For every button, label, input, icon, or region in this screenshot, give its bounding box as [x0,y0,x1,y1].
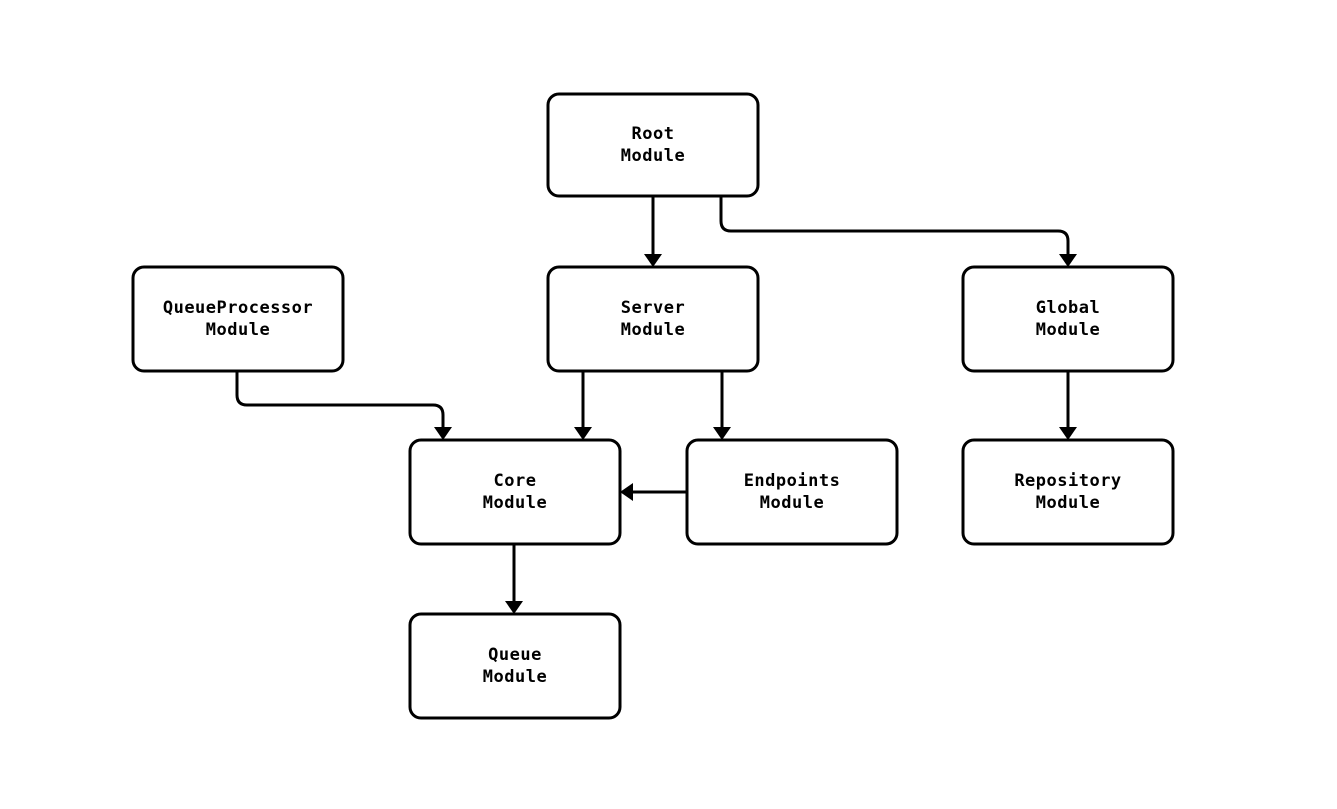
node-label-line1: Root [632,124,675,144]
node-box[interactable] [546,92,760,198]
nodes-layer: RootModuleQueueProcessorModuleServerModu… [131,92,1175,720]
edge-root-to-global [719,196,1077,267]
node-label-line1: Core [494,471,537,491]
node-label-line2: Module [1036,320,1100,340]
arrow-head-icon [434,427,452,440]
node-label-line1: Endpoints [744,471,841,491]
node-box[interactable] [408,612,622,720]
edge-queueprocessor-to-core [235,371,452,440]
edge-core-to-queue [505,544,523,614]
edge-global-to-repository [1059,371,1077,440]
edge-endpoints-to-core [620,483,687,501]
node-label-line1: Repository [1014,471,1121,491]
arrow-head-icon [1059,254,1077,267]
node-label-line1: Queue [488,645,542,665]
arrow-head-icon [1059,427,1077,440]
edge-line [719,196,1070,254]
arrow-head-icon [644,254,662,267]
node-box[interactable] [546,265,760,373]
node-box[interactable] [961,265,1175,373]
arrow-head-icon [713,427,731,440]
node-label-line2: Module [760,493,824,513]
node-label-line2: Module [621,146,685,166]
arrow-head-icon [505,601,523,614]
arrow-head-icon [620,483,633,501]
node-label-line1: QueueProcessor [163,298,313,318]
node-label-line2: Module [1036,493,1100,513]
edge-server-to-endpoints [713,371,731,440]
node-label-line2: Module [206,320,270,340]
arrow-head-icon [574,427,592,440]
edges-layer [235,196,1077,614]
edge-line [235,371,445,427]
node-box[interactable] [408,438,622,546]
node-box[interactable] [685,438,899,546]
node-label-line2: Module [483,493,547,513]
node-label-line1: Server [621,298,685,318]
node-label-line2: Module [621,320,685,340]
edge-server-to-core [574,371,592,440]
node-box[interactable] [961,438,1175,546]
node-label-line2: Module [483,667,547,687]
node-box[interactable] [131,265,345,373]
edge-root-to-server [644,196,662,267]
node-label-line1: Global [1036,298,1100,318]
